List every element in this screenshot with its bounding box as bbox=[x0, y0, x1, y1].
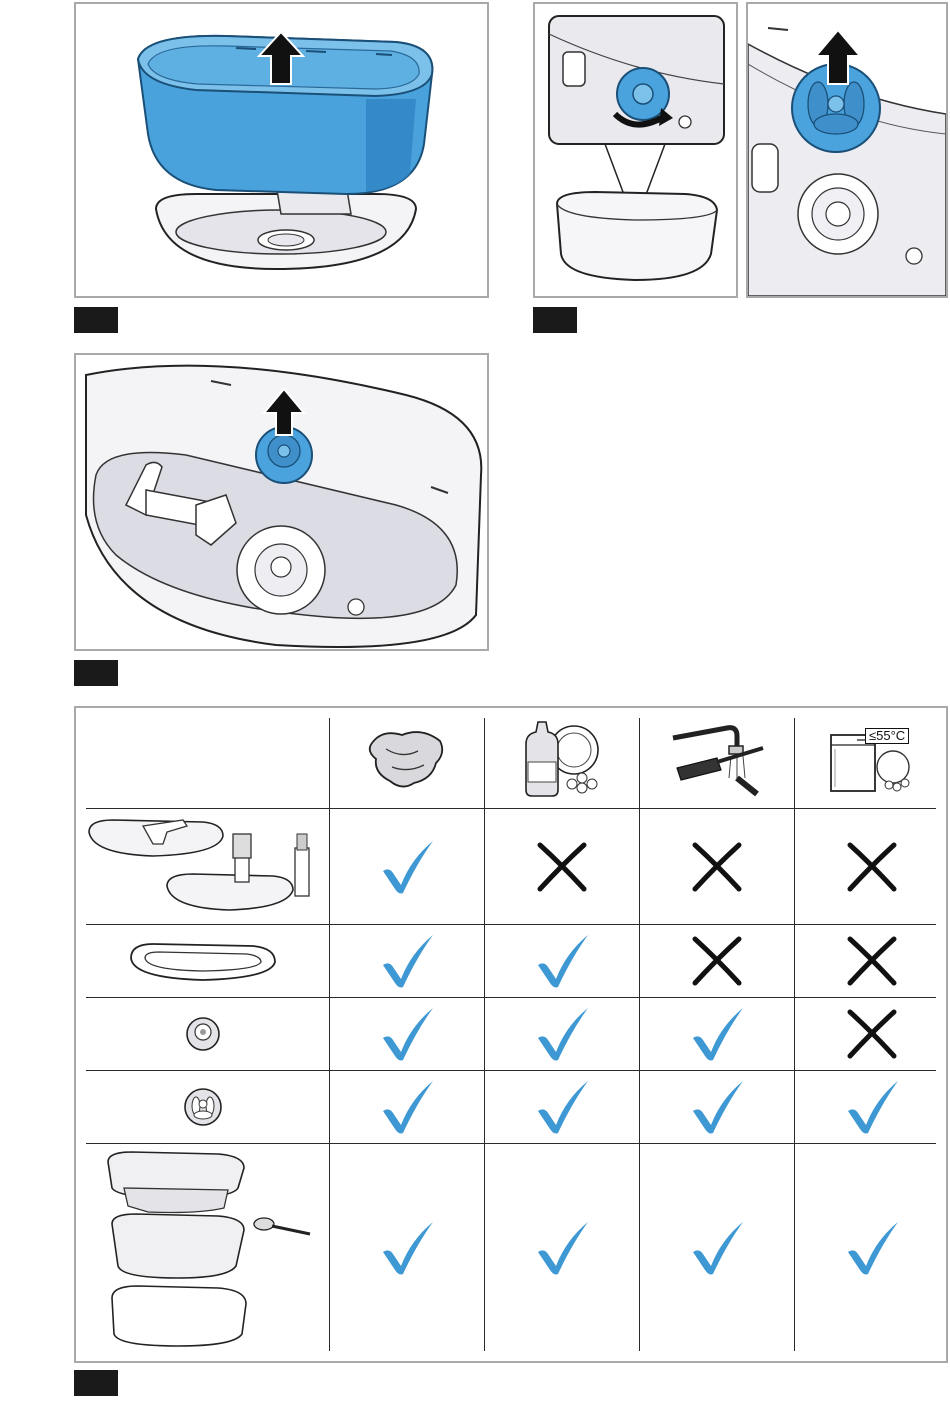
containers-illustration bbox=[88, 1148, 318, 1348]
mark-cell-seal-ring-dishwasher bbox=[795, 925, 949, 997]
tap-brush-icon bbox=[667, 718, 767, 798]
mark-cell-small-valve-damp-cloth bbox=[330, 998, 484, 1070]
figure-2b bbox=[746, 2, 948, 298]
table-tag bbox=[74, 1370, 118, 1396]
check-icon bbox=[532, 931, 592, 991]
filter-lift-illustration bbox=[748, 4, 946, 296]
check-icon bbox=[842, 1218, 902, 1278]
part-base-and-brushes bbox=[76, 809, 329, 924]
tray-lift-illustration bbox=[76, 4, 487, 296]
filter-rotate-illustration bbox=[535, 4, 736, 296]
figure-1-tag bbox=[74, 307, 118, 333]
valve-lift-illustration bbox=[76, 355, 487, 649]
cross-icon bbox=[687, 837, 747, 897]
check-icon bbox=[687, 1004, 747, 1064]
cross-icon bbox=[842, 931, 902, 991]
cross-icon bbox=[532, 837, 592, 897]
figure-2-tag bbox=[533, 307, 577, 333]
part-seal-ring bbox=[76, 925, 329, 997]
figure-3-tag bbox=[74, 660, 118, 686]
cross-icon bbox=[842, 837, 902, 897]
dish-soap-icon bbox=[512, 718, 612, 798]
check-icon bbox=[532, 1218, 592, 1278]
mark-cell-seal-ring-dish-soap bbox=[485, 925, 639, 997]
mark-cell-base-and-brushes-dishwasher bbox=[795, 809, 949, 924]
mark-cell-base-and-brushes-rinse-brush bbox=[640, 809, 794, 924]
check-icon bbox=[532, 1077, 592, 1137]
check-icon bbox=[532, 1004, 592, 1064]
mark-cell-small-valve-dish-soap bbox=[485, 998, 639, 1070]
mark-cell-seal-ring-rinse-brush bbox=[640, 925, 794, 997]
part-filter bbox=[76, 1071, 329, 1143]
mark-cell-base-and-brushes-damp-cloth bbox=[330, 809, 484, 924]
figure-3 bbox=[74, 353, 489, 651]
base-brushes-illustration bbox=[83, 812, 323, 922]
mark-cell-base-and-brushes-dish-soap bbox=[485, 809, 639, 924]
method-dish-soap bbox=[485, 708, 639, 808]
temperature-label: ≤55°C bbox=[865, 728, 909, 744]
mark-cell-containers-and-scoop-dish-soap bbox=[485, 1144, 639, 1352]
mark-cell-containers-and-scoop-rinse-brush bbox=[640, 1144, 794, 1352]
figure-2a bbox=[533, 2, 738, 298]
method-damp-cloth bbox=[330, 708, 484, 808]
seal-ring-illustration bbox=[123, 936, 283, 986]
check-icon bbox=[377, 1077, 437, 1137]
method-dishwasher: ≤55°C bbox=[795, 708, 948, 808]
mark-cell-filter-dishwasher bbox=[795, 1071, 949, 1143]
check-icon bbox=[842, 1077, 902, 1137]
mark-cell-small-valve-dishwasher bbox=[795, 998, 949, 1070]
part-small-valve bbox=[76, 998, 329, 1070]
cross-icon bbox=[842, 1004, 902, 1064]
filter-illustration bbox=[178, 1082, 228, 1132]
check-icon bbox=[377, 837, 437, 897]
mark-cell-small-valve-rinse-brush bbox=[640, 998, 794, 1070]
check-icon bbox=[377, 1218, 437, 1278]
check-icon bbox=[377, 931, 437, 991]
check-icon bbox=[687, 1218, 747, 1278]
small-valve-illustration bbox=[178, 1009, 228, 1059]
cleaning-table: ≤55°C bbox=[74, 706, 948, 1363]
method-rinse-brush bbox=[640, 708, 794, 808]
cross-icon bbox=[687, 931, 747, 991]
mark-cell-filter-rinse-brush bbox=[640, 1071, 794, 1143]
cloth-icon bbox=[362, 723, 452, 793]
mark-cell-filter-dish-soap bbox=[485, 1071, 639, 1143]
check-icon bbox=[377, 1004, 437, 1064]
check-icon bbox=[687, 1077, 747, 1137]
part-containers-and-scoop bbox=[76, 1144, 329, 1352]
mark-cell-filter-damp-cloth bbox=[330, 1071, 484, 1143]
mark-cell-containers-and-scoop-dishwasher bbox=[795, 1144, 949, 1352]
mark-cell-seal-ring-damp-cloth bbox=[330, 925, 484, 997]
mark-cell-containers-and-scoop-damp-cloth bbox=[330, 1144, 484, 1352]
figure-1 bbox=[74, 2, 489, 298]
